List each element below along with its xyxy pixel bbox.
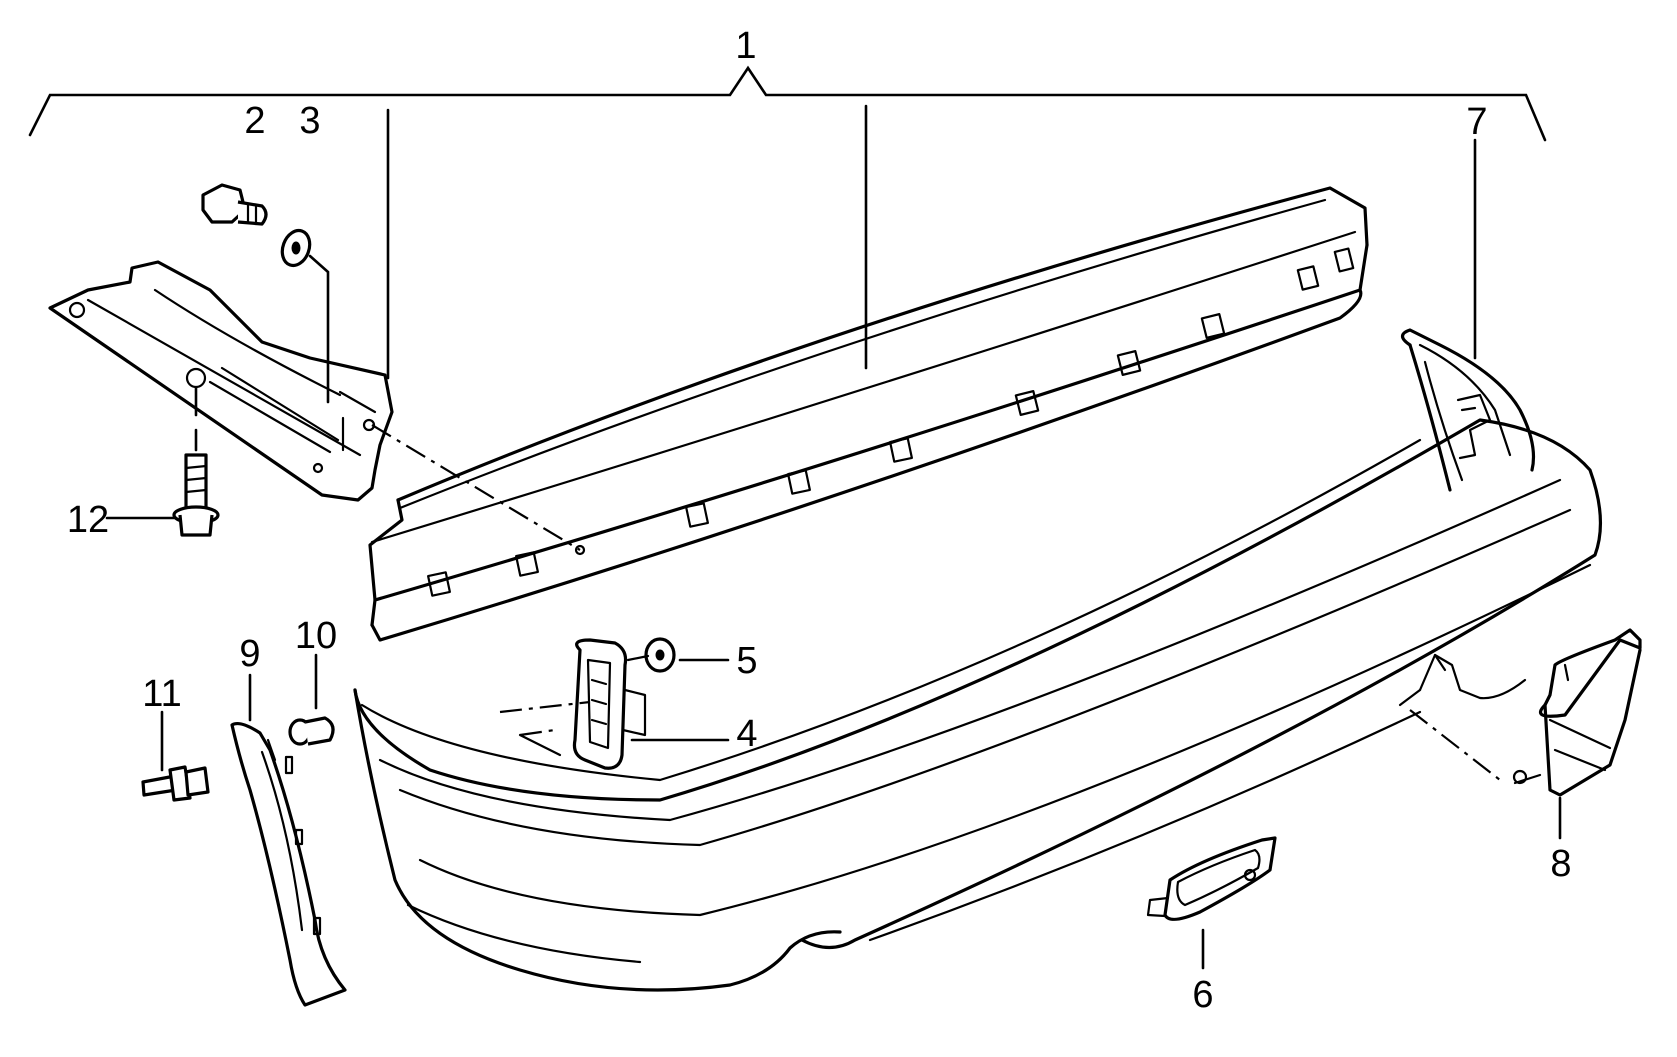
washer bbox=[280, 228, 330, 404]
side-bracket bbox=[1409, 628, 1642, 840]
flange-bolt bbox=[172, 386, 220, 537]
bumper-cover bbox=[353, 328, 1603, 992]
small-washer bbox=[626, 637, 730, 673]
callout-11: 11 bbox=[142, 673, 181, 715]
hex-bolt bbox=[201, 183, 268, 226]
callout-4: 4 bbox=[736, 713, 757, 755]
callout-9: 9 bbox=[239, 633, 260, 675]
callout-12: 12 bbox=[67, 499, 109, 541]
bumper-reinforcement-beam bbox=[368, 186, 1369, 642]
side-trim-strip bbox=[230, 673, 347, 1007]
callout-3: 3 bbox=[299, 100, 320, 142]
bracket-insert bbox=[499, 638, 730, 770]
left-mounting-bracket bbox=[48, 260, 581, 551]
push-clip bbox=[288, 653, 335, 746]
callout-8: 8 bbox=[1550, 843, 1571, 885]
callout-7: 7 bbox=[1466, 101, 1487, 143]
callout-1: 1 bbox=[735, 25, 756, 67]
callout-6: 6 bbox=[1192, 974, 1213, 1016]
reflector-plate bbox=[1146, 836, 1277, 970]
callout-2: 2 bbox=[244, 100, 265, 142]
rivet bbox=[141, 710, 210, 802]
callout-5: 5 bbox=[736, 640, 757, 682]
callout-10: 10 bbox=[295, 615, 337, 657]
